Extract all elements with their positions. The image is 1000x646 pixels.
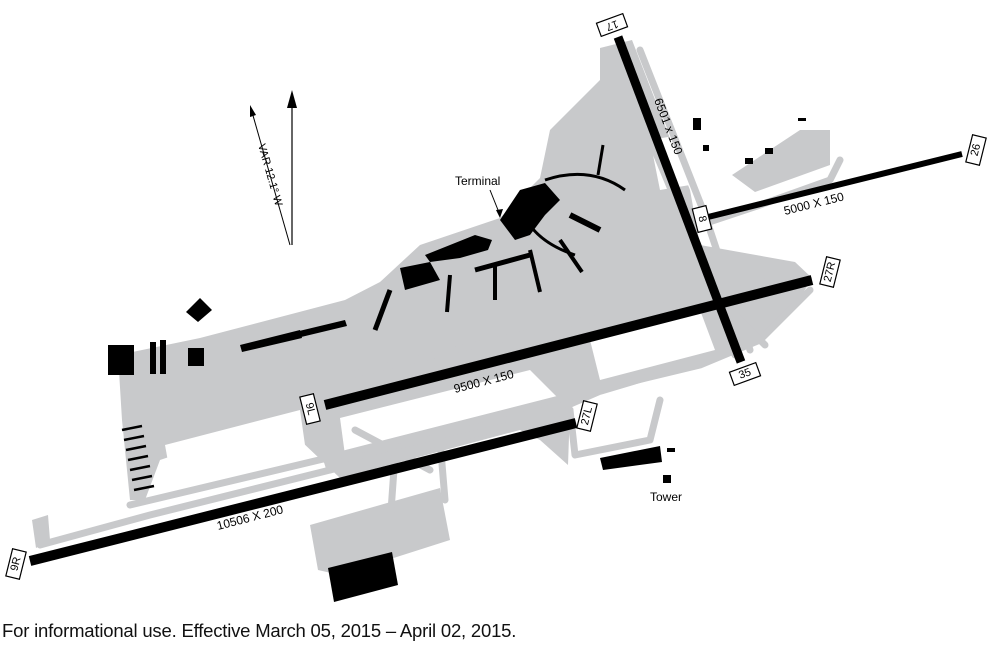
cargo-apron	[310, 488, 450, 575]
runway-end-label: 27L	[579, 406, 595, 427]
main-apron	[118, 40, 812, 500]
taxiways	[36, 46, 844, 549]
infield	[340, 370, 560, 455]
terminal-label: Terminal	[455, 174, 500, 188]
pavement-areas	[32, 40, 830, 575]
north-arrow-icon	[287, 90, 297, 245]
runway-end-label: 8	[695, 215, 708, 224]
runway-end-35: 35	[728, 361, 762, 387]
hangar	[108, 345, 134, 375]
west-pad	[32, 515, 50, 548]
magnetic-north-arrow-icon	[250, 105, 291, 246]
hold-lines	[121, 424, 155, 492]
effective-dates-footer: For informational use. Effective March 0…	[2, 620, 517, 641]
runways	[28, 35, 963, 566]
terminal-building	[500, 183, 560, 240]
runway-end-9R: 9R	[5, 547, 27, 581]
terminal-building	[400, 262, 440, 290]
runway-9R-27L	[28, 418, 578, 566]
concourse	[544, 172, 626, 192]
buildings	[108, 118, 806, 602]
runway-end-17: 17	[595, 12, 629, 38]
magnetic-variation-label: VAR 12.1° W	[255, 143, 284, 209]
infield	[590, 310, 715, 380]
runway-end-label: 26	[969, 143, 984, 158]
runway-end-26: 26	[965, 133, 987, 167]
tower-building	[663, 475, 671, 483]
north-apron	[732, 130, 830, 192]
runway-17-35	[613, 35, 746, 364]
runway-end-label: 9R	[8, 556, 23, 573]
airport-diagram: 9R 27L 9L 27R 8 26 17 35 10506 X 200 950…	[5, 12, 987, 602]
infield	[165, 410, 310, 500]
cargo-building	[328, 552, 398, 602]
runway-end-9L: 9L	[299, 392, 321, 426]
runway-9L-27R	[323, 275, 814, 410]
runway-end-27L: 27L	[576, 399, 598, 433]
runway-end-8: 8	[691, 204, 713, 234]
infield	[600, 385, 655, 450]
runway-end-label: 9L	[303, 402, 318, 417]
tower-label: Tower	[650, 490, 682, 504]
runway-end-label: 27R	[822, 261, 839, 284]
runway-end-27R: 27R	[819, 255, 841, 289]
runway-end-label: 17	[604, 17, 620, 32]
terminal-building	[425, 235, 492, 262]
runway-end-label: 35	[737, 366, 753, 381]
runway-8-26	[707, 151, 963, 220]
